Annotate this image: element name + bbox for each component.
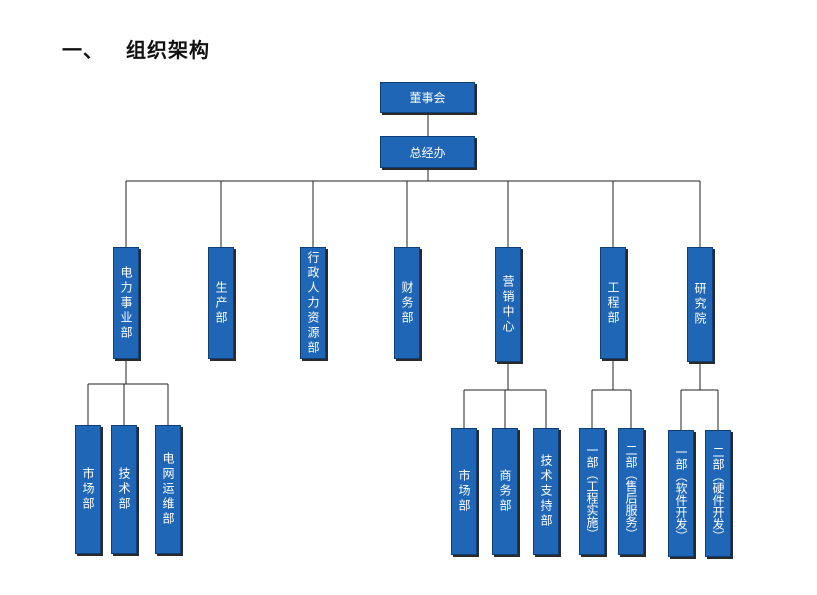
node-admin-hr: 行政人力资源部 xyxy=(300,247,326,359)
node-power-dept: 电力事业部 xyxy=(113,247,139,359)
node-production: 生产部 xyxy=(208,247,234,359)
section-title: 组织架构 xyxy=(126,38,210,62)
node-res-dept2: 二部（硬件开发） xyxy=(705,430,731,557)
node-res-dept1: 一部（软件开发） xyxy=(668,430,694,557)
node-research: 研究院 xyxy=(687,247,713,362)
node-gm-office: 总经办 xyxy=(380,136,475,168)
node-mkt-tech-support: 技术支持部 xyxy=(533,428,559,555)
node-finance: 财务部 xyxy=(394,247,420,359)
section-number: 一、 xyxy=(62,38,104,62)
section-heading: 一、 组织架构 xyxy=(62,34,210,63)
node-power-grid-ops: 电网运维部 xyxy=(155,425,181,554)
node-power-market: 市场部 xyxy=(75,425,101,554)
node-engineering: 工程部 xyxy=(600,247,626,359)
node-board: 董事会 xyxy=(380,82,475,113)
node-mkt-business: 商务部 xyxy=(492,428,518,555)
node-marketing-center: 营销中心 xyxy=(495,247,521,362)
node-mkt-market: 市场部 xyxy=(451,428,477,555)
node-eng-dept1: 一部（工程实施） xyxy=(579,428,605,555)
node-power-tech: 技术部 xyxy=(111,425,137,554)
node-eng-dept2: 二部（售后服务） xyxy=(618,428,644,555)
